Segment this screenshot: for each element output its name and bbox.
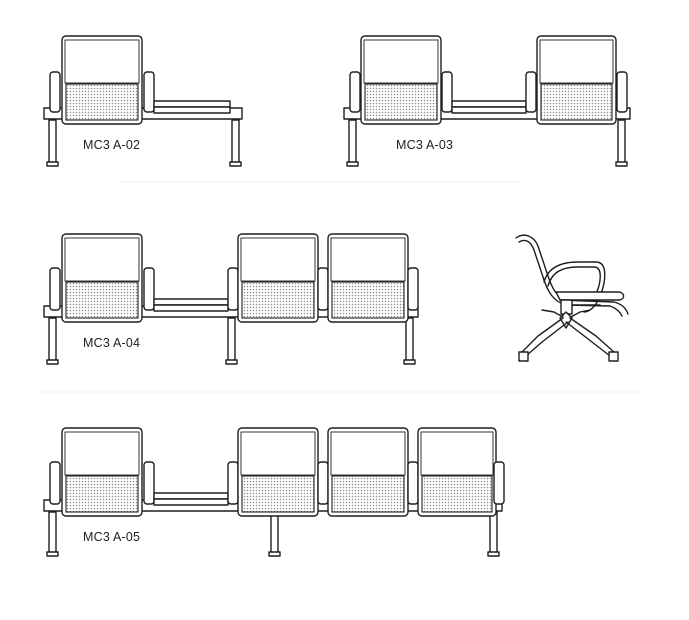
- seat: [317, 233, 419, 323]
- seat: [227, 427, 319, 517]
- bench-leg: [48, 119, 57, 165]
- bench-leg: [617, 119, 626, 165]
- seat-mesh: [65, 83, 139, 121]
- model-label-a02: MC3 A-02: [83, 138, 141, 152]
- side-table: [153, 100, 231, 114]
- seat: [227, 233, 319, 323]
- seat: [49, 35, 155, 125]
- table-top: [153, 100, 231, 108]
- seat: [349, 35, 453, 125]
- bench-leg: [348, 119, 357, 165]
- bench-mc3-a05: [43, 427, 505, 557]
- bench-leg: [405, 317, 414, 363]
- side-table: [153, 298, 229, 312]
- side-table: [451, 100, 527, 114]
- bench-leg: [270, 511, 279, 555]
- armrest: [49, 71, 61, 113]
- bench-beam: [43, 107, 243, 120]
- seat: [525, 35, 628, 125]
- seat: [49, 233, 155, 323]
- bench-mc3-a04: [43, 233, 419, 365]
- bench-mc3-a02: [43, 35, 243, 167]
- side-table: [153, 492, 229, 506]
- bench-leg: [231, 119, 240, 165]
- single-chair-side-view: [515, 234, 629, 362]
- faint-separators: [40, 181, 640, 393]
- model-label-a05: MC3 A-05: [83, 530, 141, 544]
- foot-glide: [518, 351, 529, 362]
- armrest: [143, 71, 155, 113]
- seat: [407, 427, 505, 517]
- bench-mc3-a03: [343, 35, 631, 167]
- seat: [317, 427, 409, 517]
- bench-leg: [489, 511, 498, 555]
- bench-leg: [48, 317, 57, 363]
- model-label-a04: MC3 A-04: [83, 336, 141, 350]
- seat: [49, 427, 155, 517]
- bench-leg: [48, 511, 57, 555]
- bench-leg: [227, 317, 236, 363]
- model-label-a03: MC3 A-03: [396, 138, 454, 152]
- foot-glide: [608, 351, 619, 362]
